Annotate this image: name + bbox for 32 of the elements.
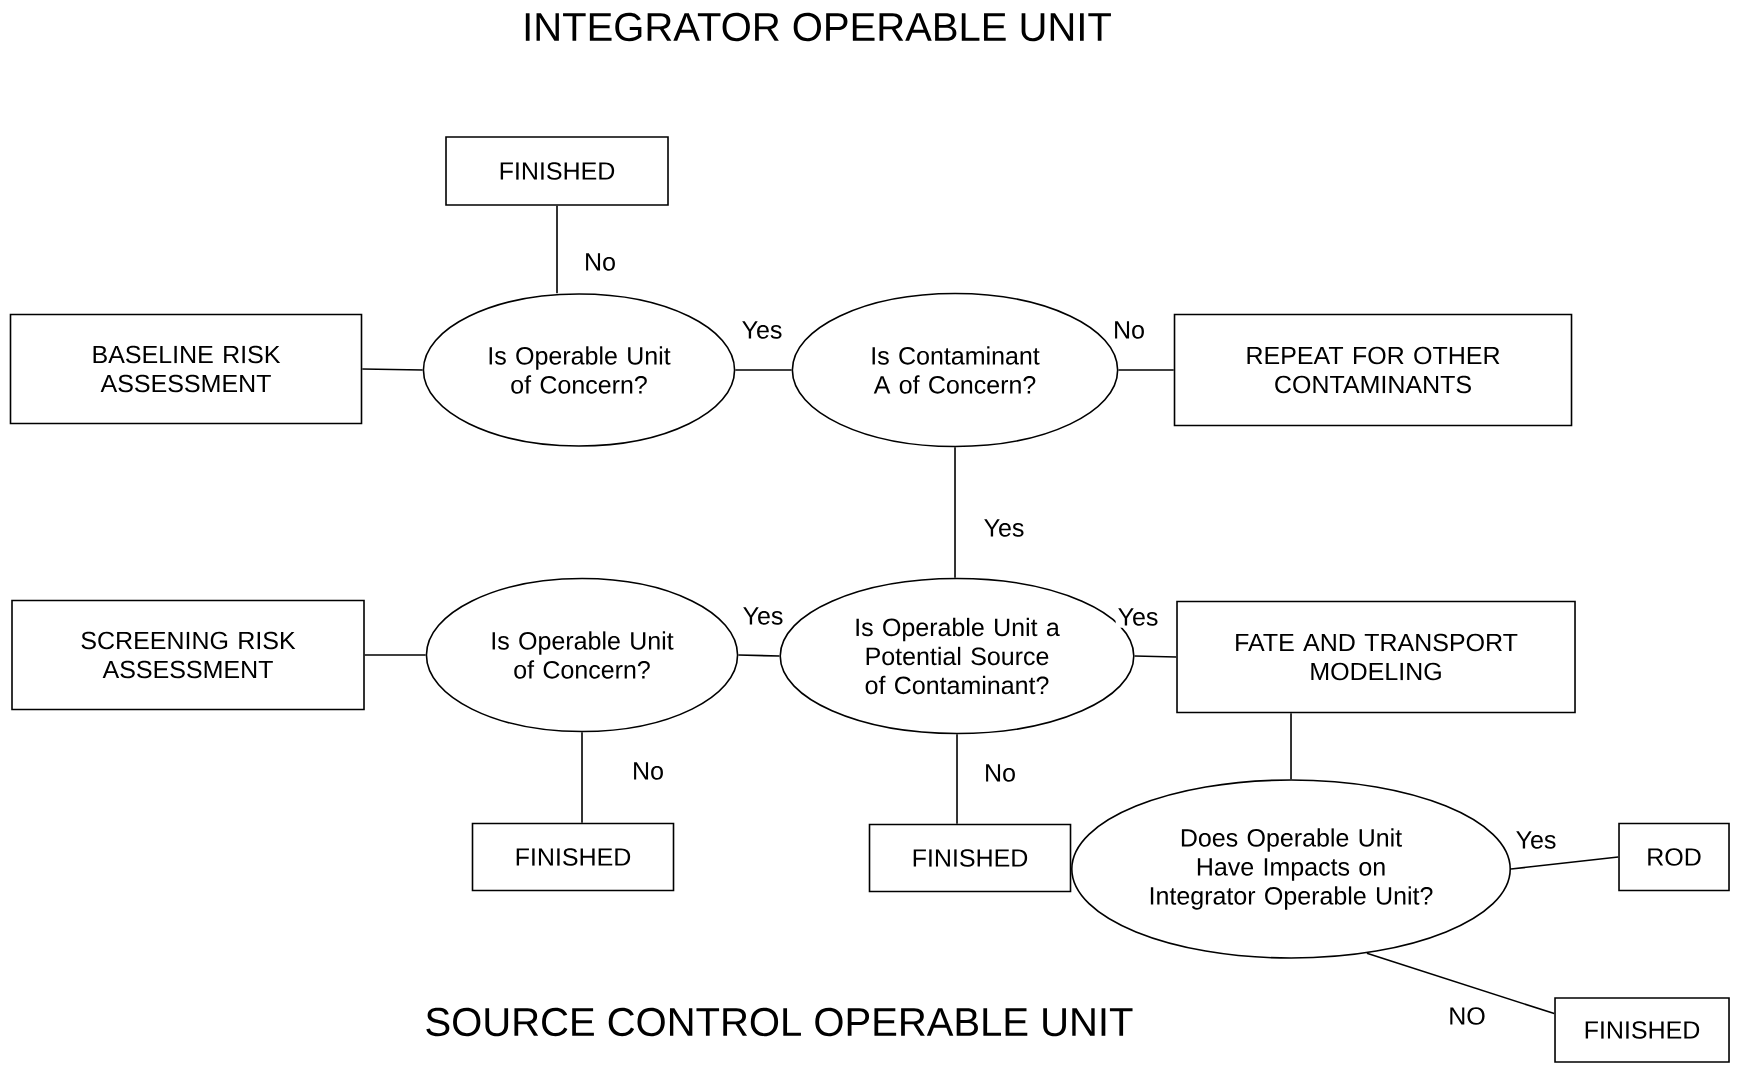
connector-line [734, 369, 793, 371]
edge-label: No [630, 760, 666, 782]
connector-line [1133, 655, 1177, 658]
connector-line [581, 731, 583, 824]
connector-line [1366, 952, 1555, 1015]
edge-label: Yes [981, 517, 1027, 539]
edge-label: No [982, 762, 1018, 784]
connector-line [956, 733, 958, 825]
process-box: SCREENING RISK ASSESSMENT [11, 599, 365, 711]
connector-line [737, 654, 781, 657]
process-box: FINISHED [471, 822, 675, 892]
connector-line [556, 205, 558, 294]
edge-label: No [582, 251, 618, 273]
title: INTEGRATOR OPERABLE UNIT [525, 12, 1111, 42]
process-box: FINISHED [445, 136, 669, 206]
process-box: FINISHED [868, 823, 1072, 893]
edge-label: NO [1446, 1005, 1488, 1027]
connector-line [1290, 712, 1292, 780]
connector-line [364, 654, 427, 656]
process-box: FINISHED [1554, 997, 1730, 1063]
section-heading: SOURCE CONTROL OPERABLE UNIT [426, 1007, 1133, 1037]
process-box: REPEAT FOR OTHER CONTAMINANTS [1173, 313, 1573, 427]
edge-label: Yes [1513, 829, 1559, 851]
connector-line [1510, 856, 1619, 870]
connector-line [1117, 369, 1175, 371]
process-box: FATE AND TRANSPORT MODELING [1176, 600, 1576, 714]
edge-label: Yes [1115, 606, 1161, 628]
process-box: ROD [1618, 822, 1730, 892]
edge-label: Yes [739, 319, 785, 341]
process-box: BASELINE RISK ASSESSMENT [9, 313, 363, 425]
connector-line [361, 368, 424, 371]
connector-line [954, 446, 956, 579]
